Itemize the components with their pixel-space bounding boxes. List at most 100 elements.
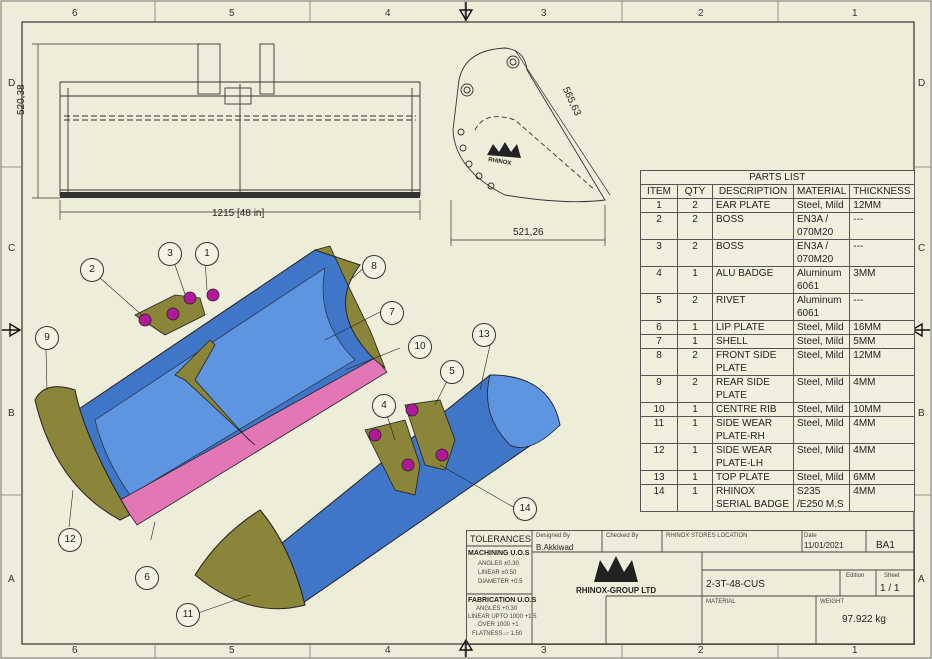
parts-cell-description: SIDE WEAR PLATE-RH bbox=[712, 416, 794, 444]
parts-cell-material: Aluminum 6061 bbox=[792, 266, 851, 294]
parts-cell-item: 9 bbox=[640, 375, 678, 403]
parts-cell-description: CENTRE RIB bbox=[712, 402, 794, 417]
parts-cell-description: TOP PLATE bbox=[712, 470, 794, 485]
balloon-7: 7 bbox=[380, 301, 404, 325]
company-name: RHINOX-GROUP LTD bbox=[576, 586, 657, 595]
parts-cell-material: Aluminum 6061 bbox=[792, 293, 851, 321]
parts-cell-qty: 1 bbox=[677, 266, 713, 294]
balloon-5: 5 bbox=[440, 360, 464, 384]
parts-cell-item: 5 bbox=[640, 293, 678, 321]
balloon-6: 6 bbox=[135, 566, 159, 590]
parts-cell-thickness: 12MM bbox=[849, 348, 915, 376]
balloon-8: 8 bbox=[362, 255, 386, 279]
parts-cell-qty: 2 bbox=[677, 348, 713, 376]
zone-label-left-b: B bbox=[8, 408, 15, 419]
zone-label-left-d: D bbox=[8, 78, 16, 89]
parts-cell-qty: 1 bbox=[677, 443, 713, 471]
zone-label-right-c: C bbox=[918, 243, 926, 254]
zone-label-left-c: C bbox=[8, 243, 16, 254]
balloon-2: 2 bbox=[80, 258, 104, 282]
parts-header-thickness: THICKNESS bbox=[849, 184, 915, 199]
parts-cell-thickness: 4MM bbox=[849, 375, 915, 403]
parts-header-description: DESCRIPTION bbox=[712, 184, 794, 199]
parts-cell-description: BOSS bbox=[712, 212, 794, 240]
zone-label-bottom-4: 4 bbox=[385, 645, 391, 656]
parts-cell-material: Steel, Mild bbox=[792, 375, 851, 403]
parts-cell-description: SIDE WEAR PLATE-LH bbox=[712, 443, 794, 471]
parts-cell-thickness: 4MM bbox=[849, 484, 915, 512]
parts-cell-description: RHINOX SERIAL BADGE bbox=[712, 484, 794, 512]
title-block-frame bbox=[466, 530, 915, 645]
revision-value: BA1 bbox=[876, 540, 895, 551]
parts-cell-thickness: 4MM bbox=[849, 443, 915, 471]
checked-by-label: Checked By bbox=[606, 533, 639, 539]
zone-label-top-5: 5 bbox=[229, 8, 235, 19]
parts-cell-qty: 1 bbox=[677, 484, 713, 512]
parts-cell-material: EN3A / 070M20 bbox=[792, 239, 851, 267]
parts-cell-thickness: --- bbox=[849, 293, 915, 321]
balloon-10: 10 bbox=[408, 335, 432, 359]
parts-cell-description: FRONT SIDE PLATE bbox=[712, 348, 794, 376]
date-value: 11/01/2021 bbox=[804, 541, 844, 550]
parts-header-qty: QTY bbox=[677, 184, 713, 199]
zone-label-bottom-2: 2 bbox=[698, 645, 704, 656]
balloon-12: 12 bbox=[58, 528, 82, 552]
weight-label: WEIGHT bbox=[820, 599, 844, 605]
parts-cell-item: 8 bbox=[640, 348, 678, 376]
parts-cell-qty: 2 bbox=[677, 198, 713, 213]
parts-cell-thickness: 16MM bbox=[849, 320, 915, 335]
fabrication-line-4: FLATNESS ⏥ 1.50 bbox=[472, 631, 523, 637]
balloon-13: 13 bbox=[472, 323, 496, 347]
balloon-1: 1 bbox=[195, 242, 219, 266]
zone-label-right-b: B bbox=[918, 408, 925, 419]
parts-cell-material: Steel, Mild bbox=[792, 320, 851, 335]
parts-cell-qty: 2 bbox=[677, 239, 713, 267]
parts-cell-qty: 1 bbox=[677, 470, 713, 485]
drawing-number: 2-3T-48-CUS bbox=[706, 579, 765, 590]
parts-cell-item: 4 bbox=[640, 266, 678, 294]
parts-cell-qty: 1 bbox=[677, 416, 713, 444]
parts-cell-material: Steel, Mild bbox=[792, 348, 851, 376]
designed-by-value: B.Akkiwad bbox=[536, 543, 574, 552]
parts-cell-material: Steel, Mild bbox=[792, 402, 851, 417]
machining-line-2: LINEAR ±0.50 bbox=[478, 570, 517, 576]
front-view bbox=[32, 43, 421, 220]
fabrication-line-3: OVER 1000 +1 bbox=[478, 622, 519, 628]
parts-cell-thickness: 12MM bbox=[849, 198, 915, 213]
parts-cell-qty: 2 bbox=[677, 375, 713, 403]
zone-label-top-6: 6 bbox=[72, 8, 78, 19]
zone-label-bottom-1: 1 bbox=[852, 645, 858, 656]
parts-cell-item: 6 bbox=[640, 320, 678, 335]
parts-cell-description: ALU BADGE bbox=[712, 266, 794, 294]
parts-cell-item: 10 bbox=[640, 402, 678, 417]
parts-list-title: PARTS LIST bbox=[640, 170, 915, 185]
bucket-isometric-view bbox=[34, 245, 401, 540]
balloon-11: 11 bbox=[176, 603, 200, 627]
dimension-width: 1215 [48 in] bbox=[212, 208, 265, 219]
fabrication-line-2: LINEAR UPTO 1000 +1.5 bbox=[468, 614, 537, 620]
balloon-14: 14 bbox=[513, 497, 537, 521]
parts-cell-description: LIP PLATE bbox=[712, 320, 794, 335]
side-view bbox=[450, 47, 611, 246]
parts-cell-material: Steel, Mild bbox=[792, 443, 851, 471]
parts-cell-material: Steel, Mild bbox=[792, 416, 851, 444]
tolerances-title: TOLERANCES bbox=[470, 534, 531, 544]
parts-cell-thickness: 10MM bbox=[849, 402, 915, 417]
balloon-9: 9 bbox=[35, 326, 59, 350]
balloon-4: 4 bbox=[372, 394, 396, 418]
parts-cell-material: S235 /E250 M.S bbox=[792, 484, 851, 512]
parts-cell-description: EAR PLATE bbox=[712, 198, 794, 213]
parts-cell-qty: 1 bbox=[677, 320, 713, 335]
dimension-height: 520,38 bbox=[16, 84, 27, 115]
sheet-label: Sheet bbox=[884, 573, 900, 579]
rhinox-crown-icon bbox=[487, 142, 521, 158]
